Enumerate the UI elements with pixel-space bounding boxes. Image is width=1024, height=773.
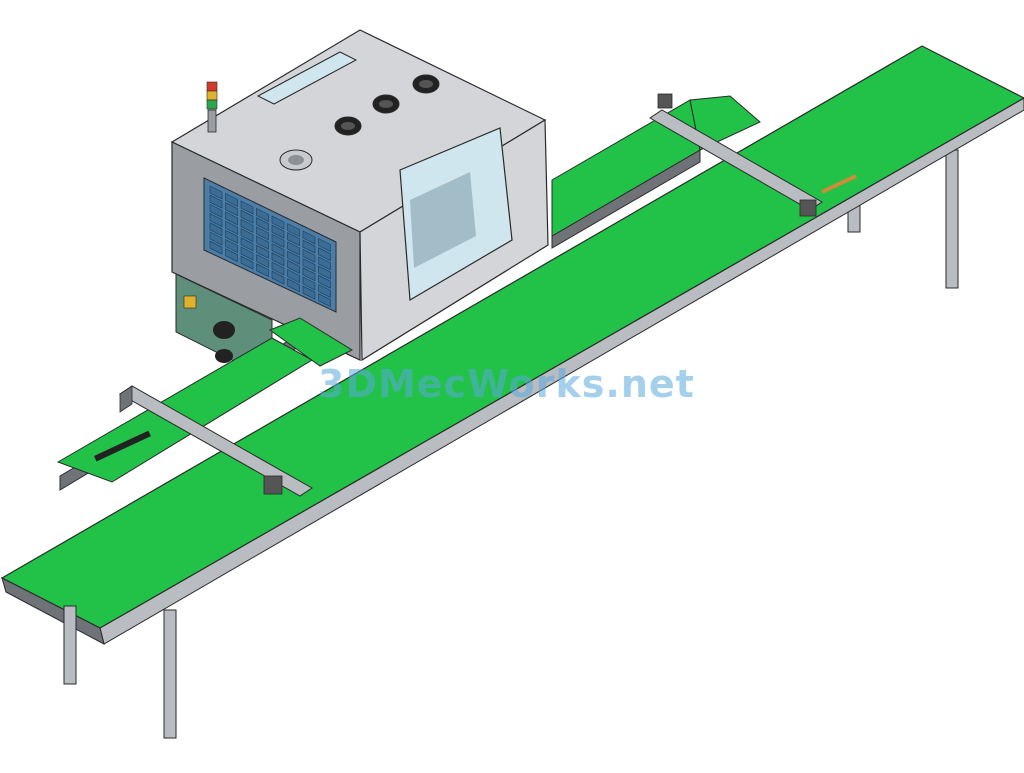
vent-cell — [256, 226, 269, 241]
vent-cell — [240, 200, 254, 215]
vent-grid — [209, 185, 331, 308]
vent-cell — [271, 243, 285, 258]
vent-cell — [287, 278, 300, 293]
rear-gantry-bridge — [649, 93, 857, 217]
vent-cell — [302, 230, 316, 245]
roof-fan-3 — [412, 74, 440, 94]
vent-cell — [225, 239, 238, 253]
vent-cell — [302, 276, 316, 291]
vent-cell — [225, 211, 238, 226]
roof-fan-2 — [372, 94, 400, 114]
warning-label — [183, 295, 197, 309]
signal-tower — [206, 81, 218, 133]
signal-light-yellow — [206, 90, 218, 101]
vent-cell — [209, 185, 223, 200]
vent-cell — [225, 229, 238, 244]
vent-cell — [318, 256, 331, 271]
vent-cell — [302, 239, 316, 254]
vent-cell — [240, 237, 254, 252]
vent-cell — [240, 246, 254, 261]
vent-cell — [287, 241, 300, 256]
vent-cell — [287, 232, 300, 247]
vent-cell — [256, 263, 269, 278]
vent-cell — [287, 250, 300, 265]
vent-cell — [318, 274, 331, 289]
vent-cell — [302, 267, 316, 282]
base-fan-2 — [215, 349, 233, 363]
signal-light-red — [206, 81, 218, 92]
main-conveyor-legs — [63, 605, 177, 739]
vent-cell — [256, 244, 269, 259]
vent-cell — [287, 269, 300, 283]
vent-cell — [256, 208, 269, 222]
vent-cell — [271, 224, 285, 239]
main-long-conveyor — [0, 45, 1024, 645]
rear-gantry-orange-rod — [821, 174, 857, 194]
vent-cell — [225, 248, 238, 263]
vent-cell — [240, 255, 254, 270]
vent-cell — [225, 202, 238, 217]
vent-cell — [271, 270, 285, 285]
signal-light-green — [206, 99, 218, 110]
vent-cell — [209, 203, 223, 218]
buffer-conveyor-belt — [268, 317, 354, 367]
vent-cell — [271, 261, 285, 276]
roof-fan-1 — [334, 116, 362, 136]
vent-cell — [209, 194, 223, 209]
vent-cell — [209, 213, 223, 228]
vent-cell — [271, 252, 285, 267]
vent-cell — [302, 248, 316, 263]
vent-cell — [318, 247, 331, 262]
vent-cell — [302, 285, 316, 300]
base-fan-1 — [213, 321, 235, 339]
vent-cell — [287, 259, 300, 274]
vent-cell — [271, 215, 285, 230]
vent-cell — [240, 209, 254, 224]
vent-cell — [225, 193, 238, 207]
roof-window — [256, 51, 358, 105]
vent-cell — [209, 222, 223, 237]
upper-right-conveyor — [551, 95, 761, 249]
vent-cell — [240, 218, 254, 233]
vent-cell — [225, 220, 238, 235]
vent-cell — [302, 258, 316, 273]
vent-cell — [240, 228, 254, 243]
lower-left-feed-conveyor — [56, 317, 354, 491]
roof-turntable — [279, 149, 313, 171]
vent-cell — [256, 235, 269, 250]
vent-cell — [318, 293, 331, 308]
vent-cell — [209, 231, 223, 246]
vent-cell — [256, 254, 269, 268]
vent-cell — [271, 233, 285, 248]
vent-cell — [256, 217, 269, 232]
vent-cell — [318, 265, 331, 280]
machine-cabinet — [170, 29, 549, 381]
internal-mechanism — [410, 172, 476, 268]
vent-cell — [318, 238, 331, 252]
vent-cell — [318, 284, 331, 298]
vent-cell — [287, 223, 300, 237]
vent-cell — [209, 240, 223, 255]
front-gantry-bridge — [119, 385, 313, 497]
